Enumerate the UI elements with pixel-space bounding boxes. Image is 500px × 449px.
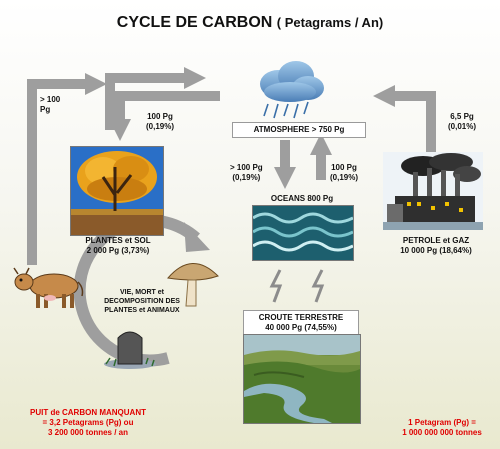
unit-note: 1 Petagram (Pg) = 1 000 000 000 tonnes xyxy=(392,418,492,438)
factory-icon xyxy=(383,152,483,230)
missing-sink-line: PUIT de CARBON MANQUANT xyxy=(30,408,146,417)
arrow-petrol-to-atmosphere xyxy=(372,84,436,160)
flow-percent: (0,19%) xyxy=(232,173,261,182)
decomposition-line: PLANTES et ANIMAUX xyxy=(104,307,180,314)
title-sub: ( Petagrams / An) xyxy=(276,15,384,30)
atmosphere-label: ATMOSPHERE > 750 Pg xyxy=(232,122,366,138)
flow-value: > 100 Pg xyxy=(230,163,263,172)
ocean-label: OCEANS 800 Pg xyxy=(270,194,334,203)
flow-value: 100 Pg xyxy=(331,163,357,172)
petrol-label: PETROLE et GAZ 10 000 Pg (18,64%) xyxy=(383,236,489,256)
decomposition-line: DECOMPOSITION DES xyxy=(104,298,180,305)
diagram-title: CYCLE DE CARBON ( Petagrams / An) xyxy=(0,14,500,32)
tombstone-icon xyxy=(102,326,158,370)
title-main: CYCLE DE CARBON xyxy=(116,14,273,31)
flow-petrol-to-atmosphere-label: 6,5 Pg (0,01%) xyxy=(448,112,476,132)
crust-value: 40 000 Pg (74,55%) xyxy=(265,323,337,332)
unit-line: 1 000 000 000 tonnes xyxy=(402,428,482,437)
flow-unit: Pg xyxy=(40,105,51,114)
flow-atmosphere-to-ocean-label: > 100 Pg (0,19%) xyxy=(230,163,263,183)
flow-percent: (0,19%) xyxy=(146,122,175,131)
cloud-icon xyxy=(250,58,330,120)
missing-sink-line: 3 200 000 tonnes / an xyxy=(47,428,129,437)
arrow-into-atmosphere xyxy=(105,66,207,130)
tree-icon xyxy=(70,146,164,236)
plants-label: PLANTES et SOL 2 000 Pg (3,73%) xyxy=(70,236,166,256)
missing-sink-line: = 3,2 Petagrams (Pg) ou xyxy=(42,418,134,427)
mushroom-icon xyxy=(166,254,220,310)
plants-name: PLANTES et SOL xyxy=(85,236,151,245)
lightning-icon xyxy=(266,268,336,308)
decomposition-line: VIE, MORT et xyxy=(120,289,164,296)
petrol-value: 10 000 Pg (18,64%) xyxy=(400,246,472,255)
flow-value: 100 Pg xyxy=(147,112,173,121)
landscape-icon xyxy=(243,334,361,424)
flow-ocean-to-atmosphere-label: 100 Pg (0,19%) xyxy=(330,163,358,183)
missing-sink-note: PUIT de CARBON MANQUANT = 3,2 Petagrams … xyxy=(22,408,154,438)
flow-value: 6,5 Pg xyxy=(450,112,474,121)
plants-value: 2 000 Pg (3,73%) xyxy=(86,246,150,255)
arrow-atmosphere-to-plants xyxy=(108,91,220,142)
flow-percent: (0,01%) xyxy=(448,122,477,131)
arrow-plants-to-atmosphere xyxy=(27,72,108,265)
flow-atmosphere-to-plants-label: 100 Pg (0,19%) xyxy=(146,112,174,132)
unit-line: 1 Petagram (Pg) = xyxy=(408,418,476,427)
flow-plants-to-atmosphere-label: > 100 Pg xyxy=(40,95,60,115)
decomposition-label: VIE, MORT et DECOMPOSITION DES PLANTES e… xyxy=(102,288,182,315)
arrow-decomposition-head xyxy=(184,222,210,252)
flow-value: > 100 xyxy=(40,95,61,104)
cow-icon xyxy=(10,266,86,312)
crust-name: CROUTE TERRESTRE xyxy=(258,313,344,322)
petrol-name: PETROLE et GAZ xyxy=(402,236,470,245)
crust-label: CROUTE TERRESTRE 40 000 Pg (74,55%) xyxy=(243,310,359,336)
flow-percent: (0,19%) xyxy=(330,173,359,182)
ocean-waves-icon xyxy=(252,205,354,261)
